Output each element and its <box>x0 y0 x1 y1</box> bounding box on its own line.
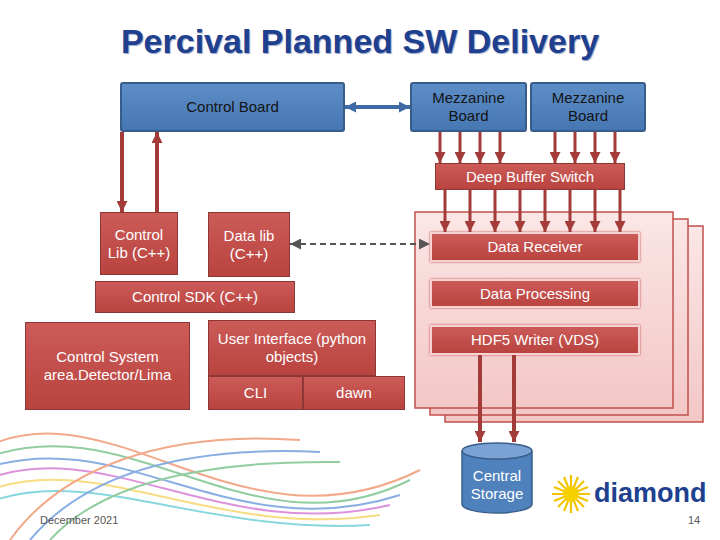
node-text: Mezzanine Board <box>532 89 644 124</box>
fiber-line <box>30 451 320 540</box>
interface-box: User Interface (python objects) <box>208 320 376 376</box>
fiber-line <box>10 438 300 540</box>
node-text: Control System area.Detector/Lima <box>26 348 189 383</box>
connector-arrow <box>290 243 430 245</box>
board-box: Mezzanine Board <box>410 82 527 132</box>
fiber-line <box>0 458 400 509</box>
board-box: Control Board <box>120 82 345 132</box>
process-band: HDF5 Writer (VDS) <box>430 325 640 355</box>
stack-panel <box>415 212 673 408</box>
node-text: Mezzanine Board <box>412 89 525 124</box>
node-text: dawn <box>333 384 375 402</box>
node-text: CLI <box>241 384 270 402</box>
node-text: User Interface (python objects) <box>209 330 375 365</box>
cylinder-top <box>462 443 532 459</box>
tool-box: CLI <box>208 376 303 410</box>
node-text: Central Storage <box>461 453 533 502</box>
process-band: Data Receiver <box>430 232 640 262</box>
connector-arrow <box>345 105 410 109</box>
node-text: HDF5 Writer (VDS) <box>468 331 602 349</box>
connector-arrow <box>120 132 124 212</box>
node-text: Control Lib (C++) <box>101 226 177 261</box>
connector-arrow <box>594 190 597 232</box>
date-note: December 2021 <box>40 514 118 526</box>
fiber-line <box>0 491 370 526</box>
star-ray <box>554 487 588 501</box>
connector-arrow <box>519 190 522 232</box>
star-ray <box>564 477 578 511</box>
connector-arrow <box>614 132 617 163</box>
library-box: Data lib (C++) <box>208 212 290 277</box>
connector-arrow <box>478 355 482 442</box>
fiber-line <box>50 462 340 540</box>
connector-arrow <box>569 190 572 232</box>
storage-cylinder: Central Storage <box>461 442 533 514</box>
switch-box: Deep Buffer Switch <box>435 163 625 190</box>
connector-arrow <box>444 190 447 232</box>
star-ray <box>558 481 584 507</box>
connector-arrow <box>439 132 442 163</box>
connector-arrow <box>479 132 482 163</box>
fiber-line <box>0 446 410 503</box>
connector-arrow <box>155 132 159 212</box>
sdk-band: Control SDK (C++) <box>95 281 295 313</box>
connector-arrow <box>554 132 557 163</box>
node-text: Data Receiver <box>484 238 585 256</box>
star-core <box>563 486 579 502</box>
board-box: Mezzanine Board <box>530 82 646 132</box>
logo-text: diamond <box>594 478 707 509</box>
connector-arrow <box>594 132 597 163</box>
connector-arrow <box>574 132 577 163</box>
connector-arrow <box>459 132 462 163</box>
connector-arrow <box>499 132 502 163</box>
node-text: Control Board <box>183 98 282 116</box>
tool-box: dawn <box>303 376 405 410</box>
node-text: Deep Buffer Switch <box>463 168 597 186</box>
page-number: 14 <box>688 514 700 526</box>
star-ray <box>558 481 584 507</box>
connector-arrow <box>494 190 497 232</box>
connector-arrow <box>619 190 622 232</box>
library-box: Control Lib (C++) <box>100 212 178 275</box>
fiber-swirl <box>0 433 420 540</box>
fiber-line <box>0 433 420 495</box>
process-stack <box>415 212 703 422</box>
connector-arrow <box>512 355 516 442</box>
system-box: Control System area.Detector/Lima <box>25 322 190 410</box>
slide-title: Percival Planned SW Delivery <box>0 22 720 61</box>
node-text: Data lib (C++) <box>209 227 289 262</box>
diamond-logo-star <box>552 475 590 513</box>
connector-arrow <box>469 190 472 232</box>
cylinder-body <box>462 451 532 513</box>
process-band: Data Processing <box>430 279 640 308</box>
connector-arrow <box>544 190 547 232</box>
node-text: Control SDK (C++) <box>129 288 261 306</box>
star-ray <box>554 487 588 501</box>
star-ray <box>564 477 578 511</box>
node-text: Data Processing <box>477 285 593 303</box>
